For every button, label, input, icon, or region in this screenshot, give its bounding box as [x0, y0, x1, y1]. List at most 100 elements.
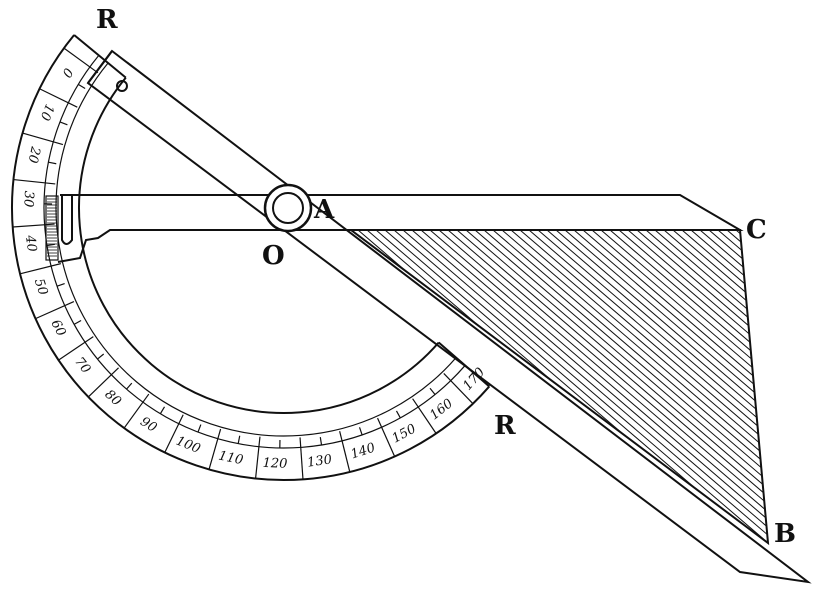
hatch-line: [412, 230, 768, 543]
scale-tick: [63, 47, 99, 74]
scale-tick: [299, 437, 304, 480]
hatch-line: [601, 230, 768, 543]
vernier-ticks: [47, 198, 57, 257]
scale-tick: [73, 319, 82, 325]
scale-tick: [56, 282, 65, 287]
hatch-line: [367, 230, 768, 543]
label-b: B: [774, 519, 796, 549]
scale-tick: [237, 435, 241, 444]
scale-tick: [19, 263, 61, 275]
hatch-line: [691, 230, 768, 543]
hatch-line: [448, 230, 768, 543]
hatch-line: [403, 230, 768, 543]
hatch-line: [664, 230, 768, 543]
hatch-line: [351, 230, 375, 543]
scale-label: 10: [37, 102, 57, 123]
scale-tick: [395, 410, 401, 419]
stock-slot: [61, 195, 73, 245]
stock: [45, 194, 744, 263]
hatch-line: [791, 200, 818, 560]
scale-tick: [443, 373, 474, 405]
scale-label: 30: [20, 191, 36, 208]
hatch-line: [351, 230, 420, 543]
scale-tick: [126, 382, 133, 390]
scale-ticks: [12, 47, 474, 480]
hatch-line: [520, 230, 768, 543]
label-o: O: [262, 241, 285, 271]
hatch-line: [351, 230, 357, 543]
scale-label: 40: [22, 233, 39, 252]
arc-inner-edge: [78, 76, 440, 414]
hatch-line: [773, 200, 818, 560]
hatch-line: [351, 230, 600, 543]
hatch-line: [358, 230, 768, 543]
scale-tick: [46, 243, 55, 247]
hatching: [0, 200, 818, 560]
scale-label: 100: [174, 434, 203, 457]
scale-tick: [377, 417, 396, 457]
hatch-line: [610, 230, 768, 543]
hatch-line: [637, 230, 768, 543]
hatch-line: [351, 230, 501, 543]
scale-tick: [429, 387, 436, 395]
hatch-line: [351, 230, 411, 543]
hatch-line: [800, 200, 818, 560]
hatch-line: [351, 230, 591, 543]
hatch-line: [619, 230, 768, 543]
hatch-line: [565, 230, 768, 543]
hatch-line: [351, 230, 726, 543]
hatch-line: [376, 230, 768, 543]
hatch-line: [538, 230, 768, 543]
hatch-line: [351, 230, 555, 543]
hatch-line: [745, 230, 768, 543]
hatch-line: [0, 200, 338, 560]
scale-tick: [39, 88, 78, 108]
scale-label: 110: [217, 448, 244, 468]
arc-outer-edge: [11, 34, 491, 481]
hatch-line: [475, 230, 768, 543]
scale-label: 80: [102, 387, 124, 409]
hatch-line: [351, 230, 429, 543]
hatched-triangle: [0, 200, 818, 560]
scale-label: 120: [262, 456, 287, 472]
hatch-line: [484, 230, 768, 543]
hatch-line: [439, 230, 768, 543]
scale-label: 70: [71, 354, 93, 376]
scale-tick: [197, 424, 202, 433]
stock-outline: [57, 194, 744, 263]
hatch-line: [502, 230, 768, 543]
scale-label: 20: [25, 144, 43, 164]
hatch-line: [421, 230, 768, 543]
hatch-line: [351, 230, 573, 543]
hatch-line: [351, 230, 609, 543]
pivot: [263, 183, 313, 233]
scale-tick: [412, 398, 437, 434]
scale-label: 60: [47, 317, 68, 339]
scale-tick: [97, 353, 105, 360]
hatch-line: [351, 230, 699, 543]
scale-tick: [159, 406, 166, 415]
hatch-line: [574, 230, 768, 543]
scale-label: 50: [31, 277, 50, 297]
hatch-line: [351, 230, 582, 543]
scale-tick: [358, 427, 363, 436]
scale-label: 90: [137, 414, 159, 435]
hatch-line: [351, 230, 519, 543]
scale-tick: [254, 436, 261, 479]
label-r-bottom: R: [494, 411, 516, 441]
hatch-line: [457, 230, 768, 543]
label-a: A: [313, 195, 335, 225]
scale-tick: [13, 178, 56, 185]
blade-end: [87, 50, 113, 84]
hatch-line: [351, 230, 366, 543]
hatch-line: [351, 230, 654, 543]
hatch-line: [529, 230, 768, 543]
hatch-line: [385, 230, 768, 543]
hatch-line: [430, 230, 768, 543]
hatch-line: [493, 230, 768, 543]
scale-tick: [12, 223, 55, 228]
scale-label: 0: [58, 65, 75, 80]
hatch-line: [646, 230, 768, 543]
pivot-inner-ring: [272, 192, 304, 224]
hatch-line: [351, 230, 393, 543]
